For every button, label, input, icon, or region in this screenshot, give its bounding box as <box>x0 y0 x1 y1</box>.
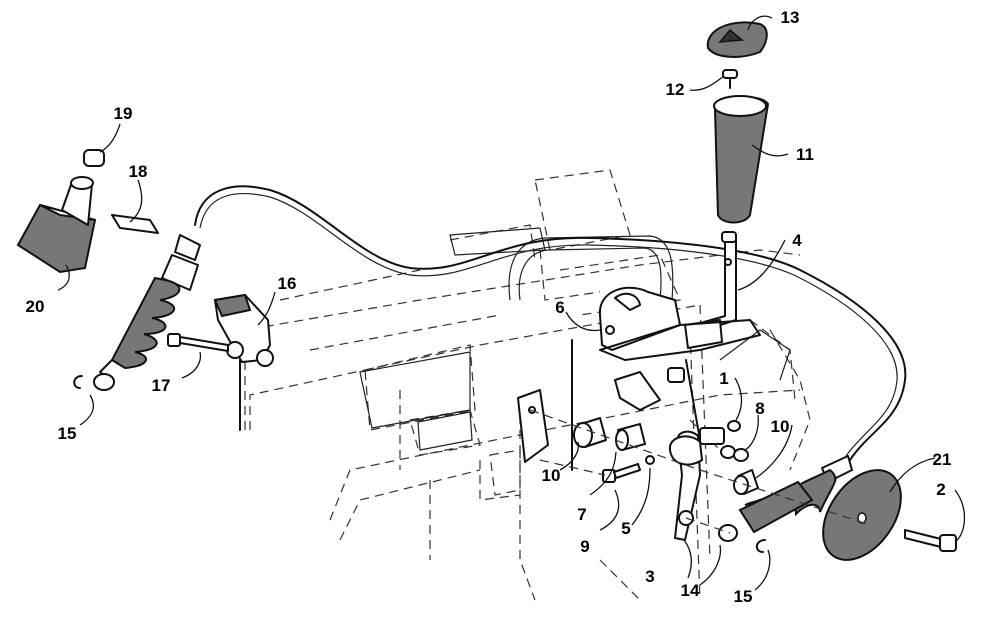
callout-17: 17 <box>152 376 171 395</box>
callout-4: 4 <box>792 231 802 250</box>
callout-6: 6 <box>555 298 564 317</box>
part-19-bushing <box>83 149 105 167</box>
callout-12: 12 <box>666 80 685 99</box>
part-18-clip-plate <box>111 214 159 234</box>
callout-14: 14 <box>681 581 700 600</box>
part-11-handle-grip <box>713 95 770 224</box>
part-15-circlip-right <box>755 539 766 553</box>
part-2-bolt <box>904 529 957 552</box>
callout-21: 21 <box>933 450 952 469</box>
callout-11: 11 <box>796 145 814 164</box>
callout-5: 5 <box>621 519 630 538</box>
callout-13: 13 <box>781 8 800 27</box>
callout-8: 8 <box>755 399 764 418</box>
callout-18: 18 <box>129 162 148 181</box>
callout-3: 3 <box>645 567 654 586</box>
leader-lines <box>57 15 966 591</box>
callouts: 13 12 11 4 6 1 8 10 21 2 10 7 9 5 3 14 1… <box>26 8 952 606</box>
callout-10-left: 10 <box>542 466 561 485</box>
left-cable-bellows <box>93 234 201 391</box>
part-16-lever-bracket <box>213 293 274 431</box>
shift-cable <box>194 185 907 461</box>
part-21-cover-disc <box>822 469 902 561</box>
part-1-washer <box>699 420 741 445</box>
callout-10-right: 10 <box>771 417 790 436</box>
part-13-knob-cap <box>706 21 768 58</box>
callout-9: 9 <box>580 537 589 556</box>
callout-7: 7 <box>577 505 586 524</box>
frame-tubes <box>359 227 791 451</box>
callout-19: 19 <box>114 104 133 123</box>
part-3-lever-arm <box>668 359 703 541</box>
callout-15-left: 15 <box>58 424 77 443</box>
callout-15-right: 15 <box>734 587 753 606</box>
callout-2: 2 <box>936 480 945 499</box>
callout-16: 16 <box>278 274 297 293</box>
part-8-washers <box>720 445 749 462</box>
part-20-cable-boot <box>16 176 97 274</box>
side-bracket-plate <box>517 339 685 471</box>
part-6-gate-plate <box>598 286 761 361</box>
part-12-screw <box>722 69 738 89</box>
part-5-washer <box>645 455 655 465</box>
part-10-bushing-right <box>733 469 759 495</box>
callout-20: 20 <box>26 297 45 316</box>
callout-1: 1 <box>719 369 728 388</box>
part-9-bolt <box>602 463 641 483</box>
part-17-bolt <box>167 333 229 352</box>
part-4-shift-lever <box>684 231 737 349</box>
right-cable-bellows <box>718 455 853 542</box>
part-15-circlip-left <box>73 375 83 389</box>
assembly-lines <box>529 409 871 534</box>
